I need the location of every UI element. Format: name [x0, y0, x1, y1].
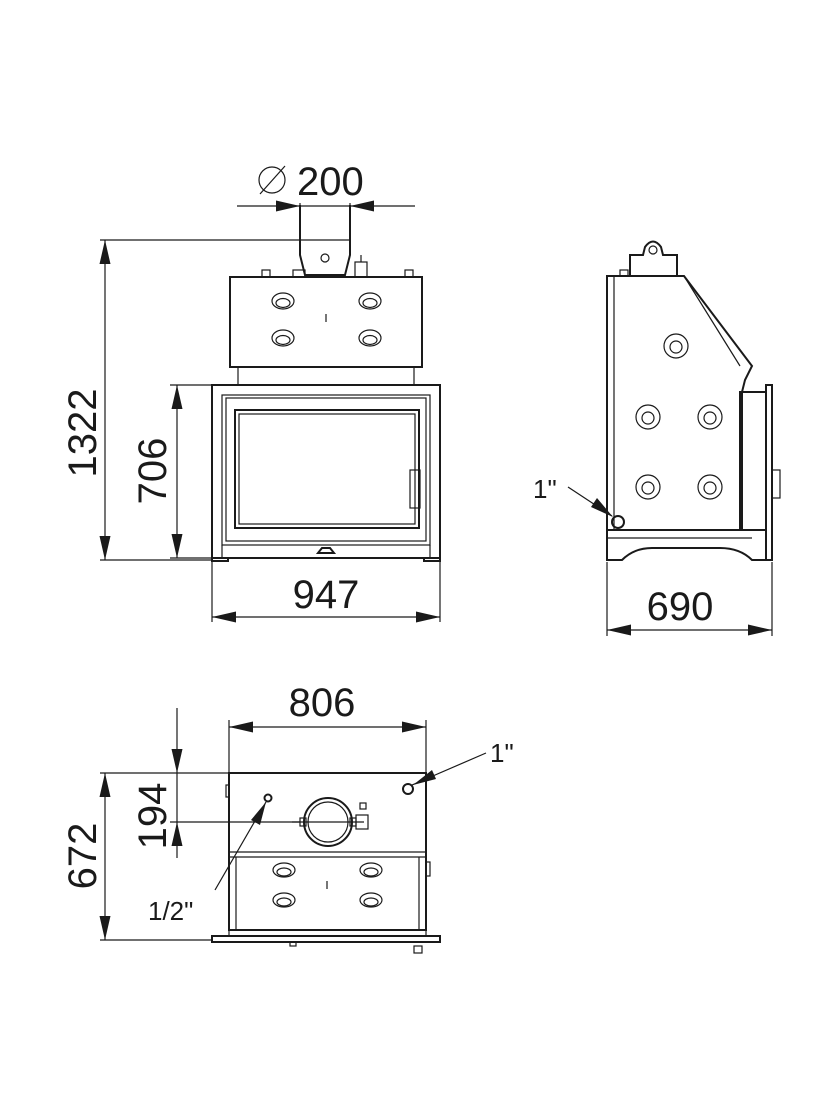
front-view [211, 205, 441, 562]
front-width-label: 947 [293, 573, 360, 617]
top-port-bottom-right [359, 892, 383, 908]
top-pipe-connection [402, 752, 487, 795]
front-port-bottom-right [358, 329, 382, 347]
side-port-5 [697, 474, 723, 500]
side-port-2 [635, 404, 661, 430]
top-pipe-label: 1" [490, 738, 514, 768]
top-width-label: 806 [289, 681, 356, 725]
side-body [606, 275, 754, 531]
front-port-top-left [271, 292, 295, 310]
side-door-profile [739, 384, 781, 561]
door-height-label: 706 [131, 438, 175, 505]
door-frame [211, 384, 441, 562]
top-body [225, 772, 431, 931]
top-flue-ring [292, 797, 369, 847]
top-port-top-right [359, 862, 383, 878]
side-view: 1" [533, 240, 781, 561]
top-base-plate [211, 930, 441, 954]
side-view-dimensions: 690 [606, 562, 773, 636]
front-port-bottom-left [271, 329, 295, 347]
top-port-top-left [272, 862, 296, 878]
top-view-dimensions: 806 672 194 [61, 681, 427, 941]
top-small-pipe-connection [214, 793, 273, 891]
flue-collar [299, 205, 351, 276]
flue-offset-label: 194 [131, 783, 175, 850]
front-view-dimensions: 200 1322 706 947 [61, 160, 441, 623]
side-pipe-label: 1" [533, 474, 557, 504]
top-small-pipe-label: 1/2" [148, 896, 193, 926]
top-depth-label: 672 [61, 823, 105, 890]
side-port-4 [635, 474, 661, 500]
upper-box [229, 255, 423, 385]
side-port-3 [697, 404, 723, 430]
top-view: 1/2" 1" [148, 738, 514, 954]
side-base [606, 529, 767, 561]
side-pipe-connection [567, 486, 625, 529]
flue-diameter-label: 200 [297, 160, 364, 204]
front-port-top-right [358, 292, 382, 310]
side-lifting-lug [619, 240, 678, 277]
side-port-1 [663, 333, 689, 359]
side-depth-label: 690 [647, 585, 714, 629]
top-port-bottom-left [272, 892, 296, 908]
total-height-label: 1322 [61, 389, 105, 478]
